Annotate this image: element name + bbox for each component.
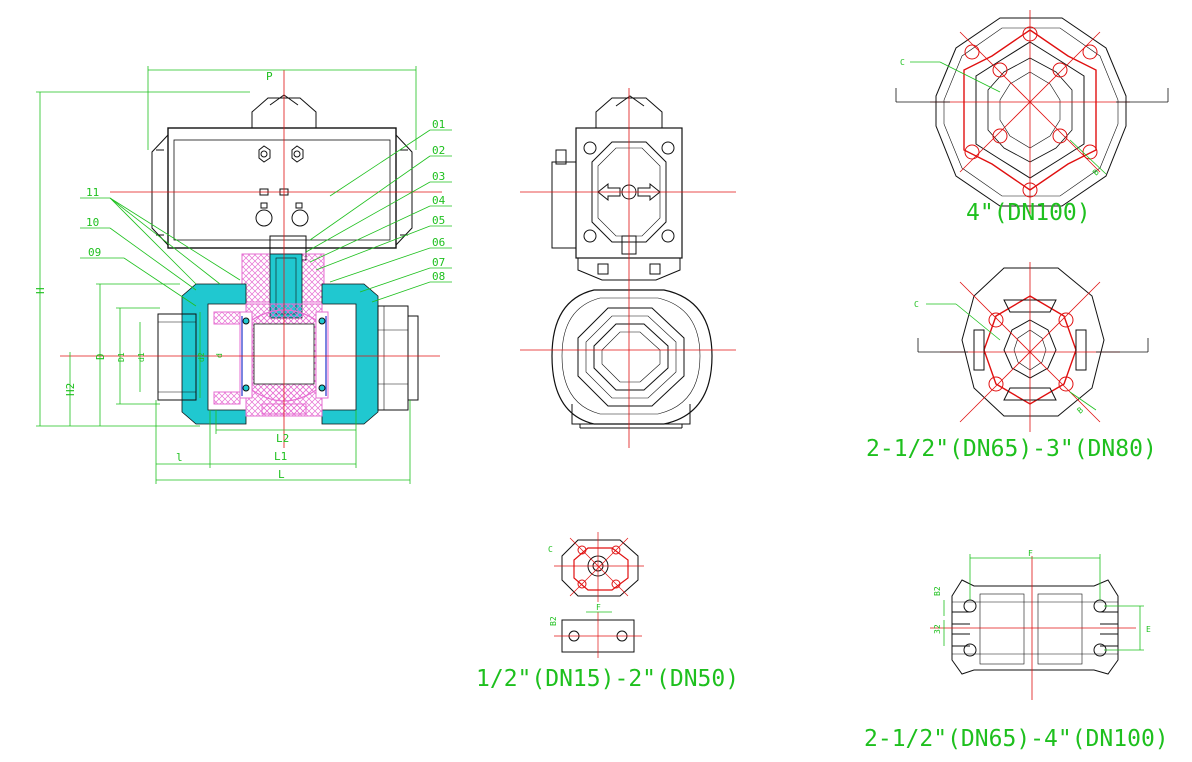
mount-view-dn65-dn100: F E B2 32 (930, 549, 1151, 700)
dim-d-inner: d (215, 353, 224, 358)
bolt-icon (258, 145, 304, 163)
dim-b-dn100: B (1091, 168, 1101, 178)
dim-f-small: F (596, 603, 601, 612)
part-number-labels: 01 02 03 04 05 06 07 08 09 10 11 (86, 118, 446, 283)
dim-d1-lower: d1 (137, 352, 146, 362)
dim-p: P (266, 70, 273, 83)
part-03: 03 (432, 170, 445, 183)
dim-l1: L1 (274, 450, 287, 463)
dim-b-dn65: B (1076, 405, 1086, 415)
dim-h2: H2 (64, 383, 77, 396)
dim-e: E (1146, 625, 1151, 634)
part-06: 06 (432, 236, 445, 249)
dim-l2: L2 (276, 432, 289, 445)
dim-l: L (278, 468, 285, 481)
caption-dn100: 4"(DN100) (966, 200, 1091, 226)
part-10: 10 (86, 216, 99, 229)
dim-f-large: F (1028, 549, 1033, 558)
flange-view-dn15-dn50: F B2 C (548, 532, 644, 658)
part-04: 04 (432, 194, 446, 207)
section-view: P H H2 D D1 d1 d2 d L2 L1 L l 01 02 03 0… (34, 66, 452, 484)
flange-view-dn100: C B (895, 10, 1169, 214)
part-11: 11 (86, 186, 99, 199)
caption-dn65-dn80: 2-1/2"(DN65)-3"(DN80) (866, 436, 1157, 462)
dim-h: H (34, 287, 47, 294)
part-02: 02 (432, 144, 445, 157)
dim-d1-upper: D1 (117, 352, 126, 362)
dim-c-dn100: C (900, 58, 905, 67)
dim-d: D (94, 353, 107, 360)
part-01: 01 (432, 118, 445, 131)
part-05: 05 (432, 214, 445, 227)
dim-c-dn65: C (914, 300, 919, 309)
caption-dn15-dn50: 1/2"(DN15)-2"(DN50) (476, 666, 739, 692)
dim-32: 32 (933, 624, 942, 634)
flange-view-dn65-dn80: C B (914, 262, 1149, 432)
dim-d2: d2 (197, 352, 206, 362)
side-view (520, 88, 736, 448)
caption-dn65-dn100: 2-1/2"(DN65)-4"(DN100) (864, 726, 1169, 752)
dim-c-small: C (548, 545, 553, 554)
dim-l-small: l (176, 451, 183, 464)
part-07: 07 (432, 256, 445, 269)
part-08: 08 (432, 270, 445, 283)
dim-b2-large: B2 (933, 586, 942, 596)
part-09: 09 (88, 246, 101, 259)
dim-b2-small: B2 (549, 616, 558, 626)
dimension-labels: P H H2 D D1 d1 d2 d L2 L1 L l (34, 70, 289, 481)
